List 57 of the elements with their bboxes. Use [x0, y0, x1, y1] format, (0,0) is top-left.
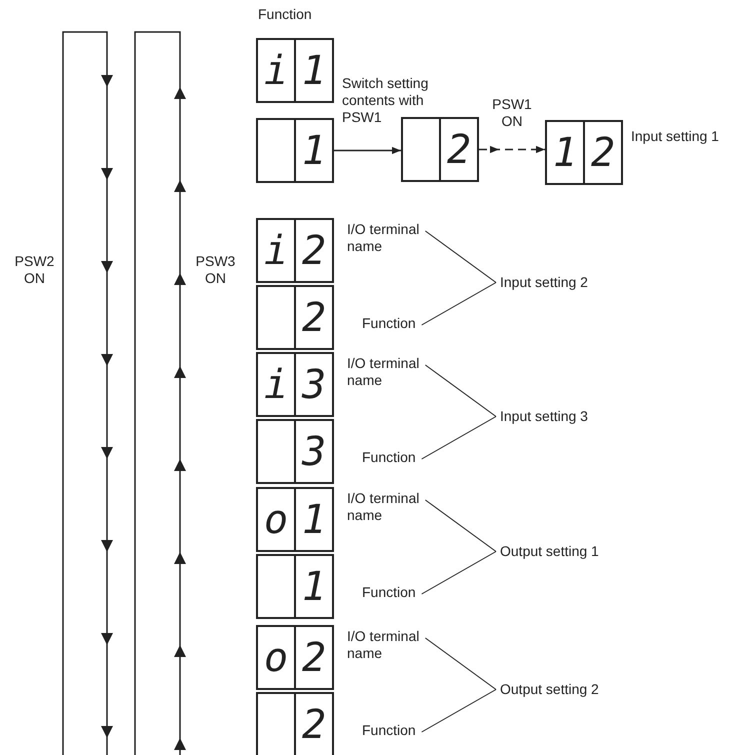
- display-digit: 3: [294, 354, 332, 415]
- leader-line: [421, 689, 496, 732]
- display-digit: 1: [552, 128, 578, 178]
- display-digit: 1: [294, 40, 332, 101]
- segment-display: [256, 118, 334, 183]
- leader-line: [421, 551, 496, 594]
- leader-line: [421, 282, 496, 326]
- display-digit: i: [262, 360, 290, 410]
- leader-text: Function: [362, 315, 452, 332]
- leader-line: [424, 364, 496, 417]
- heading-text: Function: [258, 6, 313, 23]
- segment-display: [256, 38, 334, 103]
- segment-display: [256, 625, 334, 690]
- display-caption: Input setting 1: [631, 128, 719, 145]
- display-digit: 2: [583, 122, 621, 183]
- display-digit: 1: [294, 556, 332, 617]
- leader-line: [424, 500, 496, 552]
- note-text: Switch setting contents with PSW1: [342, 75, 430, 126]
- leader-text: I/O terminal name: [347, 628, 457, 662]
- leader-text: Function: [362, 722, 452, 739]
- leader-line: [424, 230, 496, 283]
- segment-display: [545, 120, 623, 185]
- segment-display: [256, 554, 334, 619]
- leader-text: Output setting 1: [500, 543, 630, 560]
- segment-display: [256, 487, 334, 552]
- display-digit: i: [262, 226, 290, 276]
- arrow: [479, 146, 545, 154]
- switch-label: PSW3 ON: [194, 253, 236, 287]
- display-digit: 2: [294, 694, 332, 755]
- leader-text: I/O terminal name: [347, 490, 457, 524]
- display-digit: 3: [294, 421, 332, 482]
- display-digit: 1: [294, 489, 332, 550]
- display-digit: 2: [294, 287, 332, 348]
- leader-text: Input setting 3: [500, 408, 630, 425]
- leader-text: I/O terminal name: [347, 355, 457, 389]
- display-digit: 1: [294, 120, 332, 181]
- leader-text: Function: [362, 584, 452, 601]
- arrow: [334, 146, 401, 154]
- display-digit: 2: [439, 119, 477, 180]
- segment-display: [401, 117, 479, 182]
- leader-line: [421, 416, 496, 460]
- leader-text: I/O terminal name: [347, 221, 457, 255]
- display-digit: i: [262, 46, 290, 96]
- switch-label: PSW2 ON: [14, 253, 56, 287]
- segment-display: [256, 285, 334, 350]
- leader-line: [424, 638, 496, 690]
- display-digit: o: [262, 634, 290, 682]
- segment-display: [256, 218, 334, 283]
- segment-display: [256, 352, 334, 417]
- segment-display: [256, 692, 334, 755]
- leader-text: Output setting 2: [500, 681, 630, 698]
- leader-text: Input setting 2: [500, 274, 630, 291]
- display-digit: 2: [294, 627, 332, 688]
- leader-text: Function: [362, 449, 452, 466]
- display-digit: 2: [294, 220, 332, 281]
- display-digit: o: [262, 496, 290, 544]
- segment-display: [256, 419, 334, 484]
